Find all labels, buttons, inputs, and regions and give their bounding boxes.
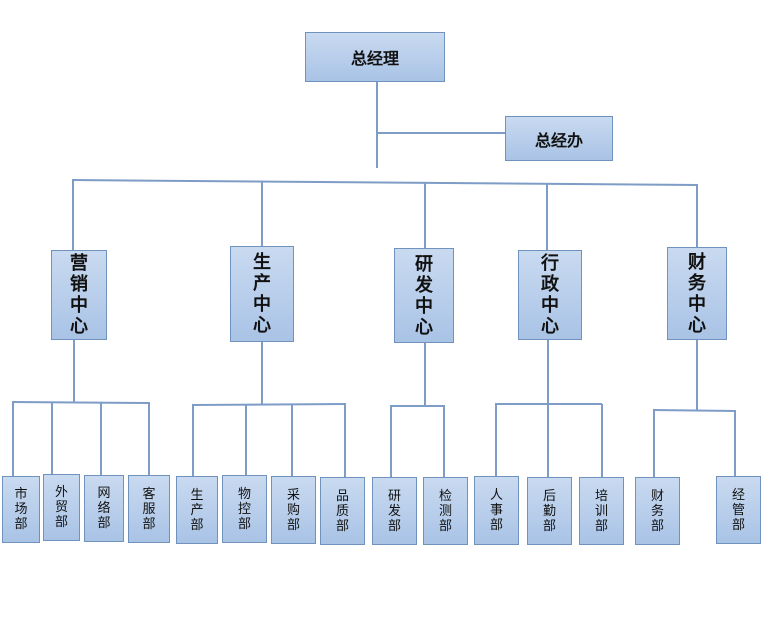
dept-material-control-box: 物控部	[222, 475, 267, 543]
center-rnd-box: 研发中心	[394, 248, 454, 343]
dept-label: 采购部	[286, 487, 300, 533]
general-manager-office-label: 总经办	[534, 130, 583, 150]
dept-training-box: 培训部	[579, 477, 624, 545]
dept-label: 外贸部	[54, 485, 68, 530]
general-manager-office-box: 总经办	[505, 116, 613, 161]
dept-customer-service-box: 客服部	[128, 475, 170, 543]
dept-label: 财务部	[650, 488, 664, 534]
dept-label: 生产部	[190, 487, 204, 533]
dept-label: 后勤部	[542, 488, 556, 534]
dept-label: 培训部	[594, 488, 608, 534]
general-manager-label: 总经理	[350, 49, 399, 68]
dept-testing-box: 检测部	[423, 477, 468, 545]
dept-label: 客服部	[142, 486, 156, 532]
dept-network-box: 网络部	[84, 475, 124, 542]
center-admin-box: 行政中心	[518, 250, 582, 340]
center-marketing-label: 营销中心	[69, 253, 88, 337]
dept-purchasing-box: 采购部	[271, 476, 316, 544]
dept-finance-box: 财务部	[635, 477, 680, 545]
center-marketing-box: 营销中心	[51, 250, 107, 340]
connector-line	[191, 403, 347, 406]
dept-label: 物控部	[237, 486, 251, 532]
connector-line	[11, 401, 151, 404]
center-admin-label: 行政中心	[540, 253, 559, 337]
dept-management-box: 经管部	[716, 476, 761, 544]
dept-label: 市场部	[14, 487, 28, 532]
dept-logistics-box: 后勤部	[527, 477, 572, 545]
center-production-label: 生产中心	[252, 252, 271, 336]
dept-label: 检测部	[438, 488, 452, 534]
dept-label: 人事部	[489, 488, 503, 533]
dept-production-box: 生产部	[176, 476, 218, 544]
dept-quality-box: 品质部	[320, 477, 365, 545]
center-finance-box: 财务中心	[667, 247, 727, 340]
dept-label: 品质部	[335, 488, 349, 534]
connector-line	[71, 179, 699, 186]
connector-line	[652, 409, 737, 412]
dept-hr-box: 人事部	[474, 476, 519, 545]
center-finance-label: 财务中心	[687, 251, 706, 336]
dept-label: 网络部	[97, 486, 111, 531]
dept-label: 经管部	[731, 487, 745, 533]
center-production-box: 生产中心	[230, 246, 294, 342]
dept-foreign-trade-box: 外贸部	[43, 474, 80, 541]
dept-label: 研发部	[387, 488, 401, 534]
dept-market-box: 市场部	[2, 476, 40, 543]
center-rnd-label: 研发中心	[414, 253, 433, 338]
general-manager-box: 总经理	[305, 32, 445, 82]
dept-rnd-box: 研发部	[372, 477, 417, 545]
